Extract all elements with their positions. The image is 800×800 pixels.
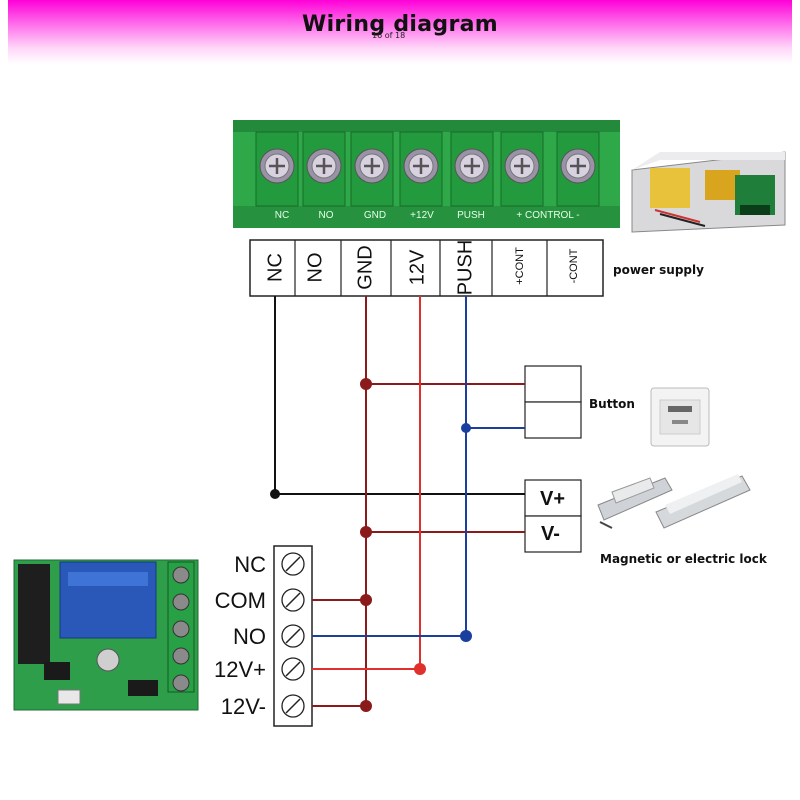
junction-gnd-button [360, 378, 372, 390]
wire-gnd [312, 296, 367, 707]
table-col-minus-cont: -CONT [568, 248, 580, 284]
relay-label-nc: NC [234, 552, 266, 577]
wire-nc [274, 296, 525, 495]
table-col-plus-cont: +CONT [514, 247, 526, 285]
table-col-nc: NC [264, 253, 287, 282]
terminal-screw [399, 131, 443, 207]
junction-gnd-com [360, 594, 372, 606]
terminal-screw [556, 131, 600, 207]
pcb-label-12v: +12V [410, 210, 434, 221]
terminal-screw [500, 131, 544, 207]
relay-label-12v-minus: 12V- [220, 694, 266, 719]
lock-power-box [524, 479, 582, 553]
relay-terminal-screw [281, 657, 305, 681]
power-supply-device-image [631, 151, 786, 233]
relay-module-image [13, 559, 199, 711]
table-col-push: PUSH [454, 239, 477, 296]
pcb-label-control: + CONTROL - [516, 210, 580, 221]
table-col-gnd: GND [354, 245, 377, 290]
relay-terminal-screw [281, 552, 305, 576]
terminal-table [249, 239, 604, 297]
relay-label-12v-plus: 12V+ [214, 657, 266, 682]
junction-nc [270, 489, 280, 499]
junction-push-no [460, 630, 472, 642]
pcb-label-nc: NC [274, 210, 290, 221]
v-plus-label: V+ [540, 488, 566, 510]
power-supply-label: power supply [613, 263, 704, 277]
v-minus-label: V- [541, 523, 560, 545]
relay-terminal-screw [281, 694, 305, 718]
terminal-screw [450, 131, 494, 207]
magnetic-lock-image [655, 474, 751, 529]
exit-button-image [650, 387, 710, 447]
terminal-screw [350, 131, 394, 207]
terminal-screws [255, 131, 600, 207]
junction-push-button [461, 423, 471, 433]
wire-junctions [270, 378, 472, 712]
table-col-no: NO [304, 252, 327, 283]
button-label: Button [589, 397, 635, 411]
header-banner [8, 0, 792, 64]
pcb-label-gnd: GND [363, 210, 387, 221]
junction-gnd-end [360, 700, 372, 712]
terminal-screw [255, 131, 299, 207]
junction-12v [414, 663, 426, 675]
table-col-12v: 12V [406, 249, 429, 286]
lock-label: Magnetic or electric lock [600, 552, 767, 566]
junction-gnd-vminus [360, 526, 372, 538]
pcb-label-no: NO [318, 210, 334, 221]
relay-label-no: NO [233, 624, 266, 649]
pcb-label-push: PUSH [457, 210, 485, 221]
relay-terminal-screw [281, 588, 305, 612]
relay-terminal-strip [273, 545, 313, 727]
page-indicator: 16 of 18 [372, 31, 406, 40]
terminal-screw [302, 131, 346, 207]
button-box [524, 365, 582, 439]
relay-label-com: COM [214, 588, 266, 613]
relay-terminal-screw [281, 624, 305, 648]
wire-push [312, 296, 467, 637]
page-title: Wiring diagram [302, 12, 498, 37]
electric-lock-image [597, 477, 673, 529]
